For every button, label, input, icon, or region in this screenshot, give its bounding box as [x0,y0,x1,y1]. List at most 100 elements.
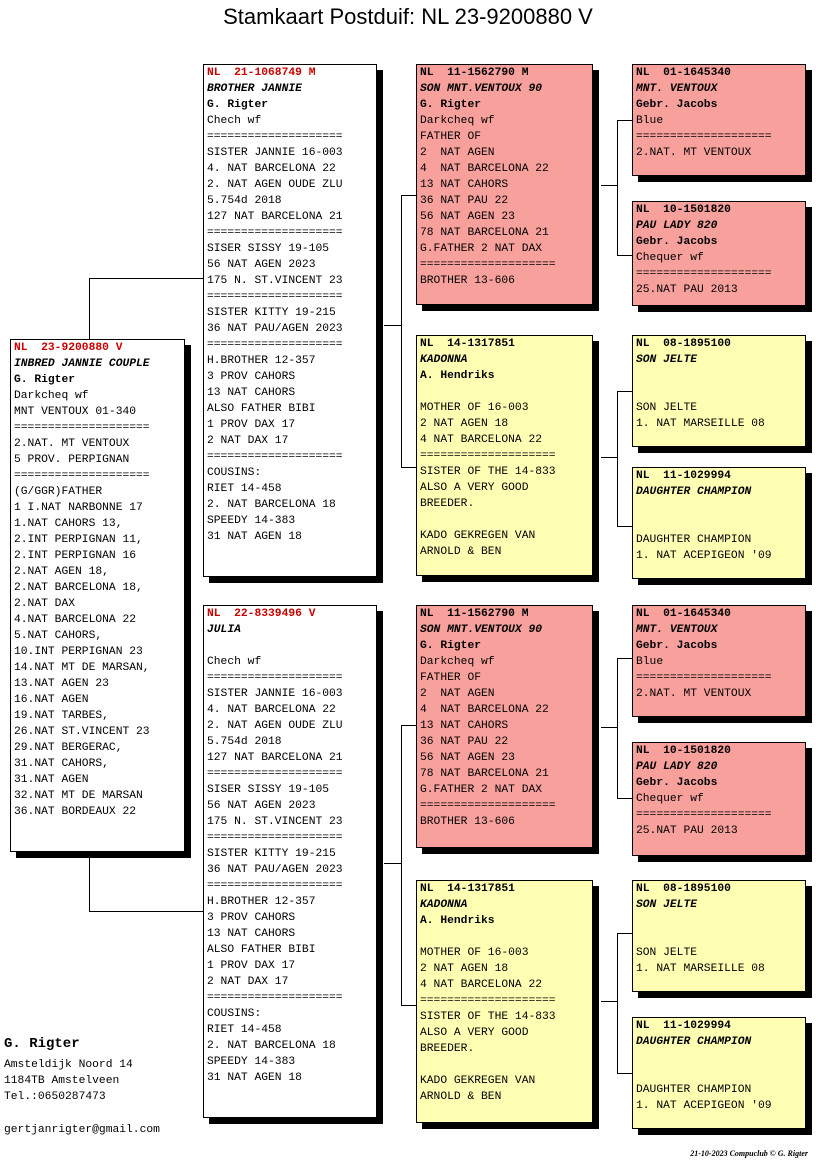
card-line: 36 NAT PAU/AGEN 2023 [207,323,343,335]
card-line: G. Rigter [420,99,482,111]
card-line [636,929,802,945]
card-line: MNT. VENTOUX [636,624,718,636]
card-line [636,1050,802,1066]
connector-line [601,727,618,728]
card-line: SISTER KITTY 19-215 [207,848,336,860]
card-line: 3 PROV CAHORS [207,371,296,383]
card-line: ==================== [207,768,343,780]
card-line: KADONNA [420,354,468,366]
card-line: 3 PROV CAHORS [207,912,296,924]
card-line: 19.NAT TARBES, [14,710,109,722]
card-line: COUSINS: [207,467,262,479]
card-line: 56 NAT AGEN 2023 [207,259,316,271]
card-line: 127 NAT BARCELONA 21 [207,211,343,223]
card-line: 2.NAT DAX [14,598,76,610]
card-line [420,1057,589,1073]
card-line: FATHER OF [420,131,482,143]
card-line: ==================== [207,832,343,844]
card-line: 36 NAT PAU/AGEN 2023 [207,864,343,876]
card-line [636,913,802,929]
connector-line [384,863,402,864]
card-line: 4 NAT BARCELONA 22 [420,434,543,446]
card-line: KADO GEKREGEN VAN [420,530,536,542]
card-line: G. Rigter [207,99,269,111]
card-line: MOTHER OF 16-003 [420,402,529,414]
card-line: SISER SISSY 19-105 [207,784,330,796]
card-line: 175 N. ST.VINCENT 23 [207,275,343,287]
card-line: 2.INT PERPIGNAN 11, [14,534,143,546]
card-line: ALSO FATHER BIBI [207,403,316,415]
card-line: 2 NAT DAX 17 [207,435,289,447]
card-line: Darkcheq wf [14,390,89,402]
ring-number: NL 11-1029994 [636,1020,731,1032]
card-line: Darkcheq wf [420,115,495,127]
card-line: SISTER OF THE 14-833 [420,466,556,478]
connector-line [401,725,417,726]
card-line: 2.NAT BARCELONA 18, [14,582,143,594]
card-line: BROTHER 13-606 [420,275,515,287]
connector-line [89,857,90,912]
card-line: ==================== [636,131,772,143]
card-line: RIET 14-458 [207,483,282,495]
connector-line [384,325,402,326]
card-line: 2 NAT DAX 17 [207,976,289,988]
card-line: INBRED JANNIE COUPLE [14,358,150,370]
card-line: 31 NAT AGEN 18 [207,531,302,543]
owner-email[interactable]: gertjanrigter@gmail.com [4,1124,160,1136]
card-line [420,929,589,945]
card-line: G.FATHER 2 NAT DAX [420,784,543,796]
connector-line [401,195,402,467]
card-line: SON JELTE [636,899,698,911]
connector-line [401,467,417,468]
card-line: SISTER JANNIE 16-003 [207,147,343,159]
card-line: SPEEDY 14-383 [207,1056,296,1068]
connector-line [617,120,633,121]
card-line [636,384,802,400]
card-line: PAU LADY 820 [636,761,718,773]
card-line: 10.INT PERPIGNAN 23 [14,646,143,658]
connector-line [601,457,618,458]
card-line: Chequer wf [636,252,704,264]
card-line: MNT VENTOUX 01-340 [14,406,137,418]
card-line: 2 NAT AGEN [420,688,495,700]
card-line: 4. NAT BARCELONA 22 [207,163,336,175]
card-line: Gebr. Jacobs [636,777,718,789]
card-line: 31.NAT AGEN [14,774,89,786]
connector-line [617,255,633,256]
connector-line [617,391,618,526]
card-line: MOTHER OF 16-003 [420,947,529,959]
connector-line [617,526,633,527]
footer-credit: 21-10-2023 Compuclub © G. Rigter [690,1149,808,1158]
card-line: SISTER OF THE 14-833 [420,1011,556,1023]
card-line: ==================== [636,268,772,280]
card-line: 5.NAT CAHORS, [14,630,103,642]
card-line: 36 NAT PAU 22 [420,736,509,748]
card-line: 2 NAT AGEN 18 [420,418,509,430]
card-line: H.BROTHER 12-357 [207,355,316,367]
card-line: ==================== [207,992,343,1004]
card-line: 1. NAT ACEPIGEON '09 [636,1100,772,1112]
card-line: Chech wf [207,656,262,668]
connector-line [617,1073,633,1074]
card-line: Blue [636,115,664,127]
ring-number: NL 21-1068749 M [207,67,316,79]
card-line: SON JELTE [636,947,698,959]
card-line: 4.NAT BARCELONA 22 [14,614,137,626]
ring-number: NL 10-1501820 [636,745,731,757]
card-line: Darkcheq wf [420,656,495,668]
